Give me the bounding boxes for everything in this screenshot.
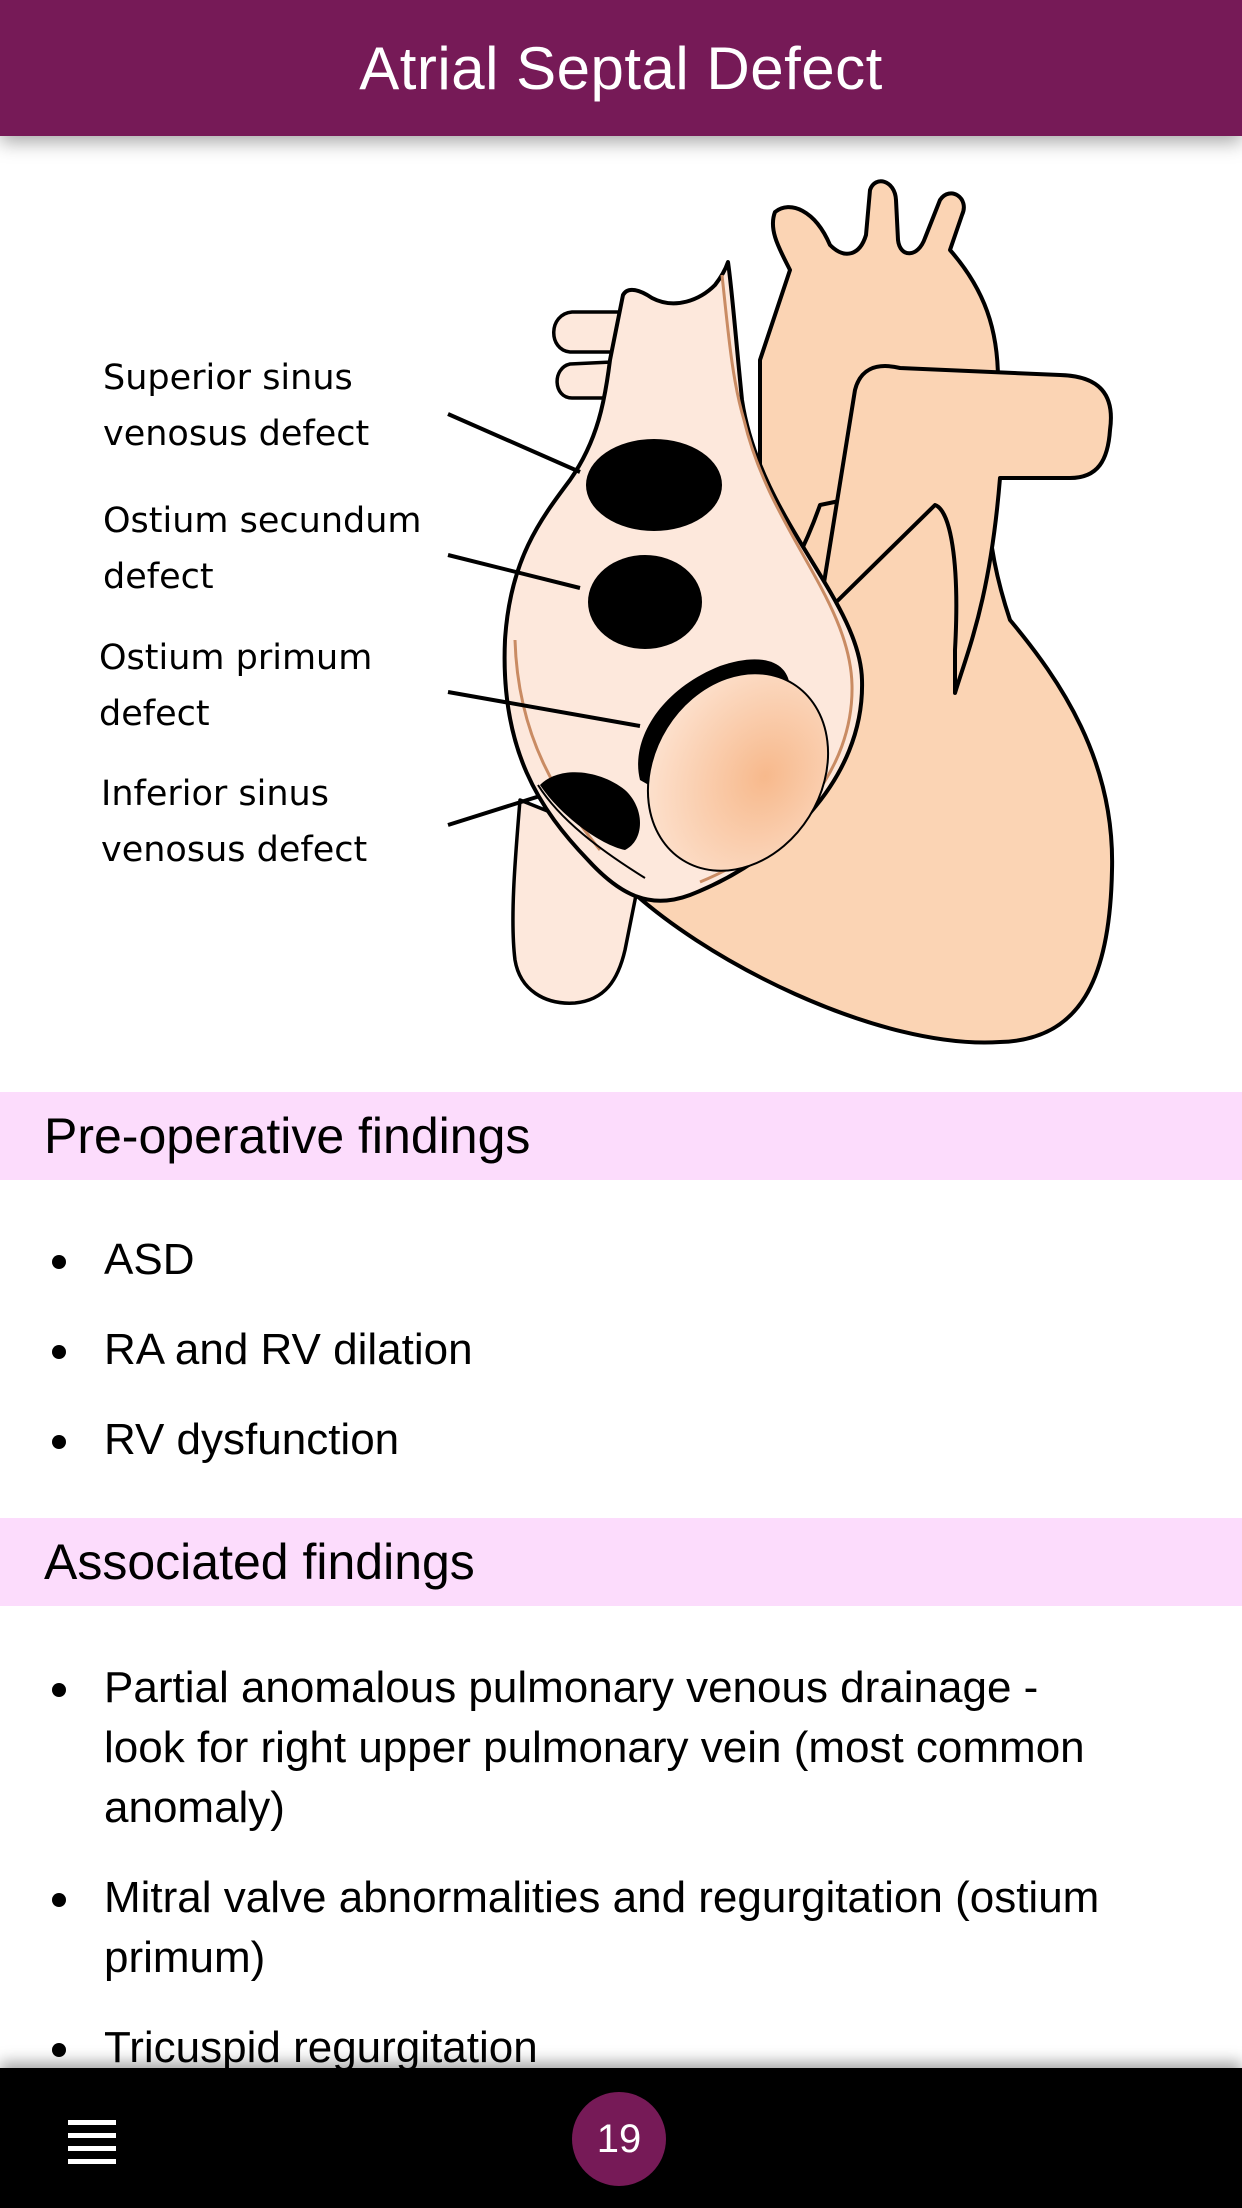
label-ostium-primum: Ostium primum defect [99,638,373,734]
list-item: Mitral valve abnormalities and regurgita… [0,1868,1242,1988]
ostium-secundum-defect [588,555,702,649]
leader-line [447,412,581,474]
associated-findings-list: Partial anomalous pulmonary venous drain… [0,1658,1242,2078]
leader-line [447,690,641,728]
pulmonary-artery [816,364,1113,695]
page-title: Atrial Septal Defect [359,34,883,102]
preoperative-findings-list: ASD RA and RV dilation RV dysfunction [0,1230,1242,1470]
list-item: ASD [0,1230,1242,1290]
superior-sinus-venosus-defect [586,439,722,531]
list-item: Tricuspid regurgitation [0,2018,1242,2078]
page-number-badge[interactable]: 19 [572,2092,666,2186]
section-header-preoperative: Pre-operative findings [0,1092,1242,1180]
section-title: Pre-operative findings [44,1108,531,1164]
list-item: RV dysfunction [0,1410,1242,1470]
hamburger-menu-icon[interactable] [68,2120,116,2164]
top-bar: Atrial Septal Defect [0,0,1242,136]
asd-diagram: Superior sinus venosus defect Ostium sec… [0,136,1242,1096]
label-ostium-secundum: Ostium secundum defect [103,501,422,597]
leader-line [447,553,581,590]
section-header-associated: Associated findings [0,1518,1242,1606]
list-item: RA and RV dilation [0,1320,1242,1380]
label-inferior-sinus-venosus: Inferior sinus venosus defect [101,774,368,870]
list-item: Partial anomalous pulmonary venous drain… [0,1658,1242,1838]
section-title: Associated findings [44,1534,475,1590]
inferior-sinus-venosus-defect [540,772,640,850]
heart-illustration [447,179,1115,1045]
pulmonary-veins [552,310,618,400]
label-superior-sinus-venosus: Superior sinus venosus defect [103,358,370,454]
bottom-toolbar: 19 [0,2068,1242,2208]
atrioventricular-valve [646,672,830,872]
leader-line [447,794,541,827]
